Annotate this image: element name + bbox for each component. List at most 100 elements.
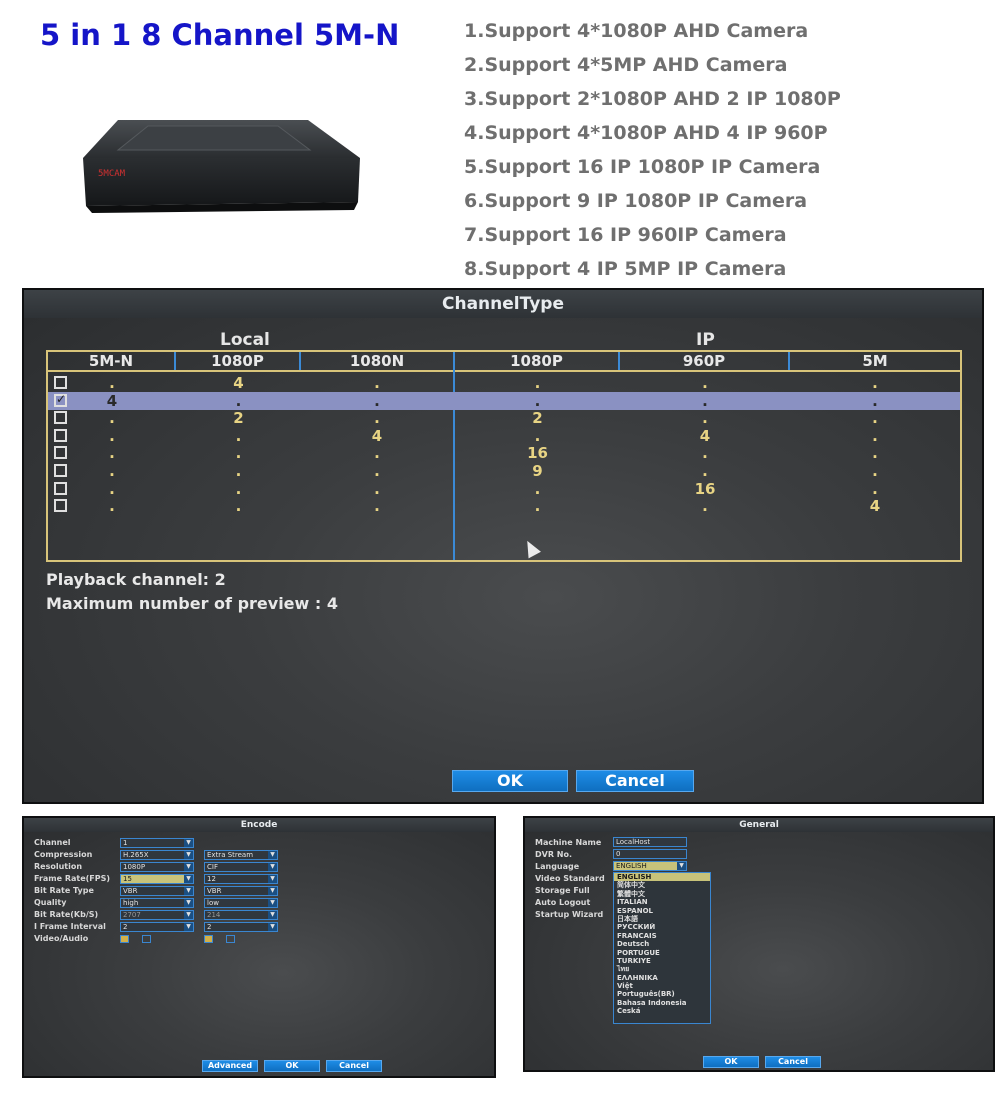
language-option[interactable]: Việt	[617, 982, 633, 991]
field-value: 1080P	[123, 863, 146, 871]
language-option[interactable]: EΛΛHNIKA	[617, 973, 658, 982]
field-label: Resolution	[34, 862, 83, 871]
cancel-button[interactable]: Cancel	[576, 770, 694, 792]
feature-item: 2.Support 4*5MP AHD Camera	[464, 54, 788, 76]
language-option[interactable]: 繁體中文	[617, 889, 645, 898]
ok-button[interactable]: OK	[452, 770, 568, 792]
field-label: Auto Logout	[535, 898, 591, 907]
chevron-down-icon[interactable]: ▼	[268, 875, 277, 883]
main-stream-select[interactable]: 15▼	[120, 874, 194, 884]
extra-stream-select[interactable]: 214▼	[204, 910, 278, 920]
chevron-down-icon[interactable]: ▼	[268, 911, 277, 919]
video-audio-checkbox[interactable]	[226, 935, 235, 943]
table-cell: 16	[694, 479, 716, 498]
field-label: Compression	[34, 850, 93, 859]
main-stream-select[interactable]: 2▼	[120, 922, 194, 932]
language-select[interactable]: ENGLISH ▼	[613, 861, 687, 871]
table-row[interactable]: .4....	[48, 374, 960, 392]
table-row[interactable]: ...9..	[48, 462, 960, 480]
language-option[interactable]: Deutsch	[617, 940, 650, 949]
chevron-down-icon[interactable]: ▼	[184, 923, 193, 931]
chevron-down-icon[interactable]: ▼	[268, 923, 277, 931]
row-checkbox[interactable]	[54, 481, 67, 495]
main-stream-select[interactable]: 2707▼	[120, 910, 194, 920]
row-checkbox[interactable]	[54, 411, 67, 425]
chevron-down-icon[interactable]: ▼	[268, 899, 277, 907]
main-stream-select[interactable]: high▼	[120, 898, 194, 908]
advanced-button[interactable]: Advanced	[202, 1060, 258, 1072]
table-row[interactable]: 4.....	[48, 391, 960, 410]
main-stream-select[interactable]: 1080P ▼	[120, 862, 194, 872]
language-option[interactable]: Česká	[617, 1007, 641, 1016]
chevron-down-icon[interactable]: ▼	[184, 851, 193, 859]
extra-stream-select[interactable]: Extra Stream▼	[204, 850, 278, 860]
column-header: 5M	[862, 352, 888, 370]
language-option[interactable]: Português(BR)	[617, 990, 675, 999]
chevron-down-icon[interactable]: ▼	[184, 839, 193, 847]
table-cell: .	[872, 462, 878, 480]
row-checkbox[interactable]	[54, 428, 67, 442]
table-cell: .	[702, 462, 708, 480]
field-label: Storage Full	[535, 886, 590, 895]
machine-name-input[interactable]: LocalHost	[613, 837, 687, 847]
chevron-down-icon[interactable]: ▼	[268, 887, 277, 895]
table-cell: .	[702, 391, 708, 410]
main-stream-select[interactable]: H.265X▼	[120, 850, 194, 860]
general-cancel-button[interactable]: Cancel	[765, 1056, 821, 1068]
video-audio-checkbox[interactable]	[142, 935, 151, 943]
language-option[interactable]: ไทย	[617, 965, 630, 974]
language-option[interactable]: ENGLISH	[614, 873, 710, 882]
extra-stream-select[interactable]: 2▼	[204, 922, 278, 932]
dvr-no-input[interactable]: 0	[613, 849, 687, 859]
video-audio-checkbox[interactable]	[120, 935, 129, 943]
column-header: 1080P	[455, 352, 620, 370]
chevron-down-icon[interactable]: ▼	[184, 863, 193, 871]
table-row[interactable]: .2.2..	[48, 409, 960, 427]
encode-ok-button[interactable]: OK	[264, 1060, 320, 1072]
row-checkbox[interactable]	[54, 376, 67, 389]
general-ok-button[interactable]: OK	[703, 1056, 759, 1068]
table-row[interactable]: .....4	[48, 497, 960, 515]
table-row[interactable]: ....16.	[48, 480, 960, 498]
extra-stream-select[interactable]: low▼	[204, 898, 278, 908]
row-checkbox[interactable]	[54, 499, 67, 513]
table-cell: .	[374, 479, 380, 498]
language-option[interactable]: 日本語	[617, 914, 638, 923]
chevron-down-icon[interactable]: ▼	[268, 863, 277, 871]
extra-stream-select[interactable]: VBR▼	[204, 886, 278, 896]
row-checkbox[interactable]	[54, 464, 67, 477]
language-option[interactable]: Bahasa Indonesia	[617, 998, 687, 1007]
feature-item: 1.Support 4*1080P AHD Camera	[464, 20, 809, 42]
table-row[interactable]: ...16..	[48, 444, 960, 462]
extra-stream-select[interactable]: CIF▼	[204, 862, 278, 872]
table-cell: 4	[371, 426, 383, 445]
row-checkbox[interactable]	[54, 446, 67, 460]
chevron-down-icon[interactable]: ▼	[184, 875, 193, 883]
chevron-down-icon[interactable]: ▼	[184, 887, 193, 895]
language-option[interactable]: PУССКИЙ	[617, 923, 656, 932]
local-group-label: Local	[220, 330, 270, 350]
table-cell: .	[109, 479, 115, 498]
language-option[interactable]: ESPAÑOL	[617, 906, 653, 915]
extra-stream-select[interactable]: 12▼	[204, 874, 278, 884]
chevron-down-icon[interactable]: ▼	[677, 862, 686, 870]
feature-list: 1.Support 4*1080P AHD Camera 2.Support 4*…	[464, 14, 841, 286]
language-option[interactable]: TÜRKIYE	[617, 956, 651, 965]
language-option[interactable]: ITALIAN	[617, 898, 648, 907]
main-stream-select[interactable]: VBR▼	[120, 886, 194, 896]
encode-cancel-button[interactable]: Cancel	[326, 1060, 382, 1072]
language-option[interactable]: FRANCAIS	[617, 931, 657, 940]
language-option[interactable]: 简体中文	[617, 881, 645, 890]
table-cell: .	[374, 391, 380, 410]
channel-type-header: ChannelType	[24, 290, 982, 318]
video-audio-checkbox[interactable]	[204, 935, 213, 943]
chevron-down-icon[interactable]: ▼	[268, 851, 277, 859]
language-option[interactable]: PORTUGUÊ	[617, 948, 660, 957]
table-row[interactable]: ..4.4.	[48, 427, 960, 445]
field-label: Video/Audio	[34, 934, 89, 943]
main-stream-select[interactable]: 1▼	[120, 838, 194, 848]
chevron-down-icon[interactable]: ▼	[184, 911, 193, 919]
row-checkbox[interactable]	[54, 392, 67, 407]
chevron-down-icon[interactable]: ▼	[184, 899, 193, 907]
